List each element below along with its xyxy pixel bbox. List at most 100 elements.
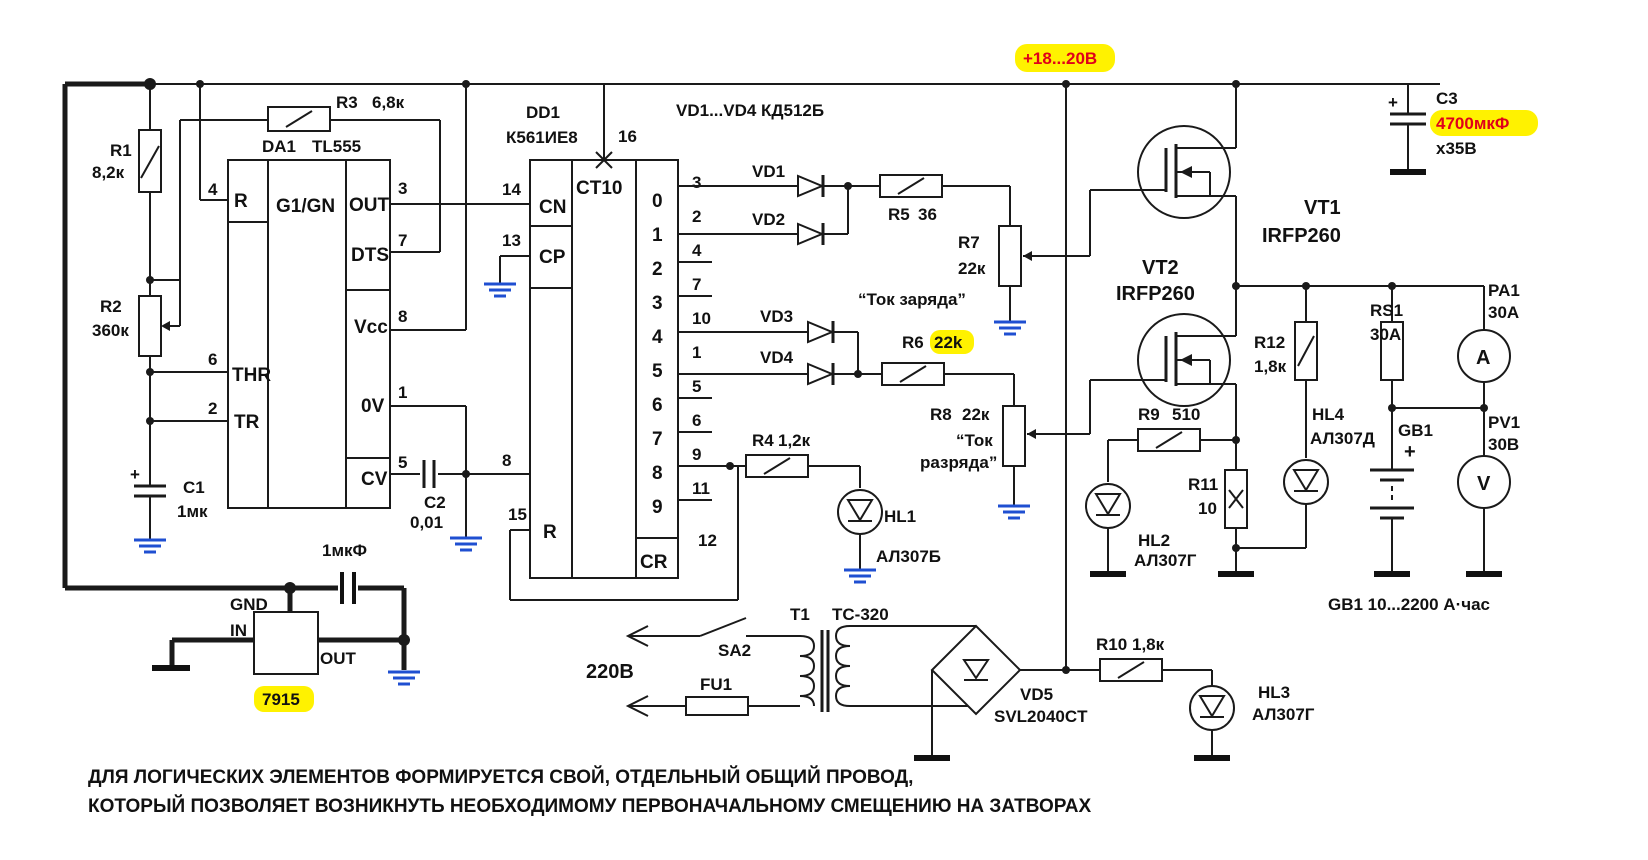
svg-text:CV: CV bbox=[361, 469, 388, 490]
svg-text:DD1: DD1 bbox=[526, 103, 560, 122]
svg-text:8,2к: 8,2к bbox=[92, 163, 125, 182]
svg-text:“Ток: “Ток bbox=[956, 431, 993, 450]
svg-text:CN: CN bbox=[539, 197, 566, 218]
dd1-output-pin: 1 bbox=[692, 343, 701, 362]
svg-text:SVL2040CT: SVL2040CT bbox=[994, 707, 1088, 726]
vd5-bridge: VD5 SVL2040CT bbox=[914, 624, 1100, 758]
svg-text:15: 15 bbox=[508, 505, 527, 524]
r3-resistor: R3 6,8к bbox=[196, 80, 441, 253]
dd1-output-8: 8 bbox=[652, 463, 663, 484]
r12-hl4: R12 1,8к HL4 АЛ307Д bbox=[1254, 282, 1375, 548]
svg-text:30А: 30А bbox=[1370, 325, 1401, 344]
svg-text:FU1: FU1 bbox=[700, 675, 732, 694]
svg-text:DA1: DA1 bbox=[262, 137, 296, 156]
svg-text:+18...20В: +18...20В bbox=[1023, 49, 1097, 68]
vt1-mosfet: VT1 IRFP260 bbox=[1136, 125, 1341, 286]
svg-text:GB1 10...2200 А·час: GB1 10...2200 А·час bbox=[1328, 595, 1490, 614]
svg-text:16: 16 bbox=[618, 127, 637, 146]
svg-text:10: 10 bbox=[1198, 499, 1217, 518]
dd1-output-1: 1 bbox=[652, 225, 663, 246]
dd1-output-6: 6 bbox=[652, 395, 663, 416]
c1-capacitor: + C1 1мк bbox=[130, 465, 208, 554]
svg-text:1,8к: 1,8к bbox=[1132, 635, 1165, 654]
svg-text:R6: R6 bbox=[902, 333, 924, 352]
svg-text:1мк: 1мк bbox=[177, 502, 208, 521]
svg-text:VD1: VD1 bbox=[752, 162, 785, 181]
svg-text:OUT: OUT bbox=[320, 649, 357, 668]
svg-text:220В: 220В bbox=[586, 661, 634, 683]
svg-text:IN: IN bbox=[230, 621, 247, 640]
r7-potentiometer: R7 22к “Ток заряда” bbox=[858, 189, 1136, 336]
svg-text:R4: R4 bbox=[752, 431, 774, 450]
svg-text:30А: 30А bbox=[1488, 303, 1519, 322]
svg-text:“Ток заряда”: “Ток заряда” bbox=[858, 290, 966, 309]
rail-to-vt1 bbox=[1062, 80, 1240, 668]
svg-text:CT10: CT10 bbox=[576, 178, 622, 199]
svg-text:х35В: х35В bbox=[1436, 139, 1477, 158]
svg-text:TR: TR bbox=[234, 412, 260, 433]
dd1-output-pin: 5 bbox=[692, 377, 701, 396]
svg-text:0,01: 0,01 bbox=[410, 513, 443, 532]
dd1-counter: DD1 К561ИЕ8 16 CT10 CN CP R 14 13 15 CR … bbox=[502, 84, 717, 579]
dd1-output-3: 3 bbox=[652, 293, 663, 314]
svg-text:ДЛЯ ЛОГИЧЕСКИХ ЭЛЕМЕНТОВ ФОРМИ: ДЛЯ ЛОГИЧЕСКИХ ЭЛЕМЕНТОВ ФОРМИРУЕТСЯ СВО… bbox=[88, 766, 913, 788]
r11-shunt: R11 10 bbox=[1188, 469, 1306, 574]
svg-text:T1: T1 bbox=[790, 605, 810, 624]
svg-text:TL555: TL555 bbox=[312, 137, 361, 156]
r4-hl1: R4 1,2к HL1 АЛ307Б bbox=[738, 431, 941, 584]
regulator-7915: GND IN OUT 1мкФ 7915 bbox=[152, 541, 422, 712]
svg-text:C2: C2 bbox=[424, 493, 446, 512]
diode-group-charge: VD1 VD2 VD1...VD4 КД512Б bbox=[676, 101, 880, 246]
meters: A V PA1 30А PV1 30В bbox=[1457, 281, 1520, 574]
svg-text:510: 510 bbox=[1172, 405, 1200, 424]
svg-text:VD1...VD4 КД512Б: VD1...VD4 КД512Б bbox=[676, 101, 824, 120]
svg-text:К561ИЕ8: К561ИЕ8 bbox=[506, 128, 578, 147]
dd1-output-2: 2 bbox=[652, 259, 663, 280]
svg-text:VD3: VD3 bbox=[760, 307, 793, 326]
svg-text:12: 12 bbox=[698, 531, 717, 550]
dd1-wiring bbox=[482, 255, 739, 601]
dd1-output-7: 7 bbox=[652, 429, 663, 450]
svg-text:GB1: GB1 bbox=[1398, 421, 1433, 440]
footnote: ДЛЯ ЛОГИЧЕСКИХ ЭЛЕМЕНТОВ ФОРМИРУЕТСЯ СВО… bbox=[88, 766, 1091, 817]
svg-text:A: A bbox=[1476, 347, 1490, 369]
svg-text:IRFP260: IRFP260 bbox=[1116, 283, 1195, 305]
dd1-output-pin: 4 bbox=[692, 241, 702, 260]
r2-potentiometer: R2 360к bbox=[92, 119, 268, 476]
svg-text:HL4: HL4 bbox=[1312, 405, 1345, 424]
svg-text:R10: R10 bbox=[1096, 635, 1127, 654]
svg-text:R3: R3 bbox=[336, 93, 358, 112]
svg-text:R2: R2 bbox=[100, 297, 122, 316]
svg-text:22k: 22k bbox=[934, 333, 963, 352]
svg-text:PA1: PA1 bbox=[1488, 281, 1520, 300]
svg-text:R12: R12 bbox=[1254, 333, 1285, 352]
svg-text:1мкФ: 1мкФ bbox=[322, 541, 367, 560]
svg-text:0V: 0V bbox=[361, 396, 385, 417]
svg-text:VT2: VT2 bbox=[1142, 257, 1179, 279]
dd1-output-pin: 3 bbox=[692, 173, 701, 192]
svg-text:АЛ307Г: АЛ307Г bbox=[1252, 705, 1315, 724]
svg-text:22к: 22к bbox=[962, 405, 990, 424]
svg-text:360к: 360к bbox=[92, 321, 129, 340]
r8-potentiometer: R8 22к “Ток разряда” bbox=[920, 379, 1136, 520]
dd1-output-pin: 11 bbox=[692, 479, 710, 498]
c3-capacitor: + C3 4700мкФ х35В bbox=[1388, 83, 1538, 172]
svg-text:C3: C3 bbox=[1436, 89, 1458, 108]
vt2-mosfet: VT2 IRFP260 bbox=[1116, 257, 1484, 470]
svg-text:ТС-320: ТС-320 bbox=[832, 605, 889, 624]
svg-text:OUT: OUT bbox=[349, 195, 390, 216]
svg-text:RS1: RS1 bbox=[1370, 301, 1403, 320]
svg-text:G1/GN: G1/GN bbox=[276, 196, 335, 217]
svg-text:8: 8 bbox=[398, 307, 407, 326]
dd1-output-pin: 10 bbox=[692, 309, 711, 328]
svg-text:5: 5 bbox=[398, 453, 407, 472]
svg-text:HL1: HL1 bbox=[884, 507, 916, 526]
svg-text:1,8к: 1,8к bbox=[1254, 357, 1287, 376]
svg-text:4700мкФ: 4700мкФ bbox=[1436, 114, 1509, 133]
svg-text:SA2: SA2 bbox=[718, 641, 751, 660]
svg-text:CR: CR bbox=[640, 552, 668, 573]
svg-text:22к: 22к bbox=[958, 259, 986, 278]
da1-wiring: C2 0,01 8 bbox=[390, 80, 530, 552]
